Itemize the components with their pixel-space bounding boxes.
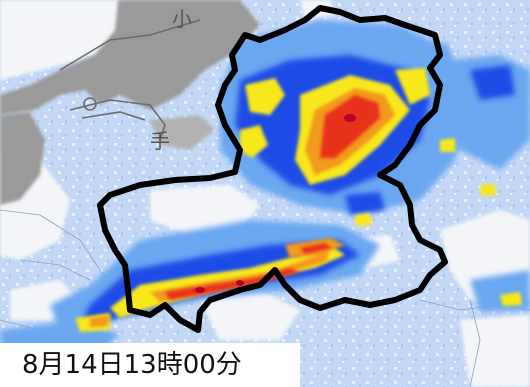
place-mark-2: 手 [150,129,170,153]
terrain-detail-lines [59,19,201,141]
timestamp-label: 8月14日13時00分 [0,343,300,387]
prefecture-boundary-outline [97,5,448,333]
terrain-gray-area [0,0,260,205]
place-mark-1: 小 [172,7,192,31]
rain-deep-red [195,114,356,293]
